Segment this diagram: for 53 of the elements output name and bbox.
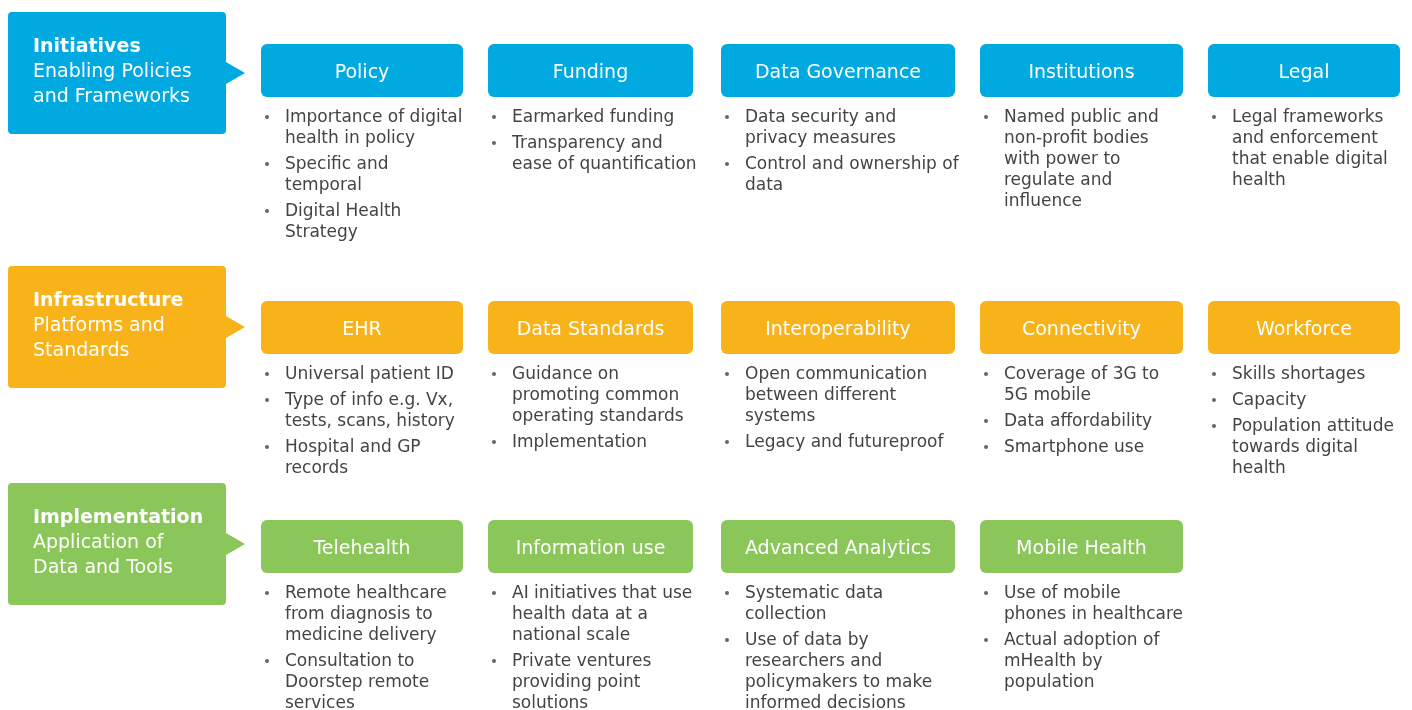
bullet-text: Population attitude towards digital health — [1232, 415, 1394, 477]
bullet-text: Use of data by researchers and policymakers to make informed decisions — [745, 629, 933, 710]
bullet-text: Type of info e.g. Vx, tests, scans, history — [285, 389, 455, 430]
bullet-text: Capacity — [1232, 389, 1307, 409]
bullet-text: Legal frameworks and enforcement that enable digital health — [1232, 106, 1388, 189]
category-box: Interoperability — [721, 301, 955, 354]
bullet-text: Importance of digital health in policy — [285, 106, 463, 147]
bullet-text: Private ventures providing point solutions — [512, 650, 652, 710]
category-box: Advanced Analytics — [721, 520, 955, 573]
bullet-text: Earmarked funding — [512, 106, 675, 126]
section-subtitle: Platforms and Standards — [33, 312, 166, 362]
section-heading: Infrastructure — [33, 288, 184, 310]
bullet-text: Remote healthcare from diagnosis to medicine delivery — [285, 582, 447, 644]
bullet-text: Hospital and GP records — [285, 436, 421, 477]
category-box: EHR — [261, 301, 463, 354]
bullet-text: Specific and temporal — [285, 153, 389, 194]
category-box: Institutions — [980, 44, 1183, 97]
bullet-text: Consultation to Doorstep remote services — [285, 650, 430, 710]
bullet-text: Use of mobile phones in healthcare — [1004, 582, 1183, 623]
category-box: Funding — [488, 44, 693, 97]
category-box: Telehealth — [261, 520, 463, 573]
bullet-text: Named public and non-profit bodies with power to regulate and influence — [1004, 106, 1159, 210]
section-header-box — [8, 266, 246, 388]
bullet-text: Actual adoption of mHealth by population — [1004, 629, 1160, 691]
section-header-box — [8, 483, 246, 605]
category-box: Connectivity — [980, 301, 1183, 354]
category-box: Data Governance — [721, 44, 955, 97]
category-box: Mobile Health — [980, 520, 1183, 573]
bullet-text: Open communication between different systems — [745, 363, 928, 425]
category-box: Information use — [488, 520, 693, 573]
category-box: Workforce — [1208, 301, 1400, 354]
bullet-text: Control and ownership of data — [745, 153, 959, 194]
bullet-text: Systematic data collection — [745, 582, 884, 623]
bullet-text: Legacy and futureproof — [745, 431, 944, 451]
category-box: Legal — [1208, 44, 1400, 97]
bullet-text: Universal patient ID — [285, 363, 454, 383]
section-header-box — [8, 12, 246, 134]
bullet-text: Smartphone use — [1004, 436, 1145, 456]
category-box: Policy — [261, 44, 463, 97]
bullet-text: Skills shortages — [1232, 363, 1366, 383]
bullet-text: Data security and privacy measures — [745, 106, 897, 147]
bullet-text: Guidance on promoting common operating standards — [512, 363, 684, 425]
section-heading: Initiatives — [33, 34, 141, 56]
bullet-text: Digital Health Strategy — [285, 200, 402, 241]
section-subtitle: Application of Data and Tools — [33, 529, 174, 579]
bullet-text: Transparency and ease of quantification — [512, 132, 697, 173]
section-subtitle: Enabling Policies and Frameworks — [33, 58, 193, 108]
bullet-text: Coverage of 3G to 5G mobile — [1004, 363, 1160, 404]
category-box: Data Standards — [488, 301, 693, 354]
bullet-text: Data affordability — [1004, 410, 1153, 430]
section-heading: Implementation — [33, 505, 204, 527]
bullet-text: AI initiatives that use health data at a national scale — [512, 582, 693, 644]
bullet-text: Implementation — [512, 431, 647, 451]
